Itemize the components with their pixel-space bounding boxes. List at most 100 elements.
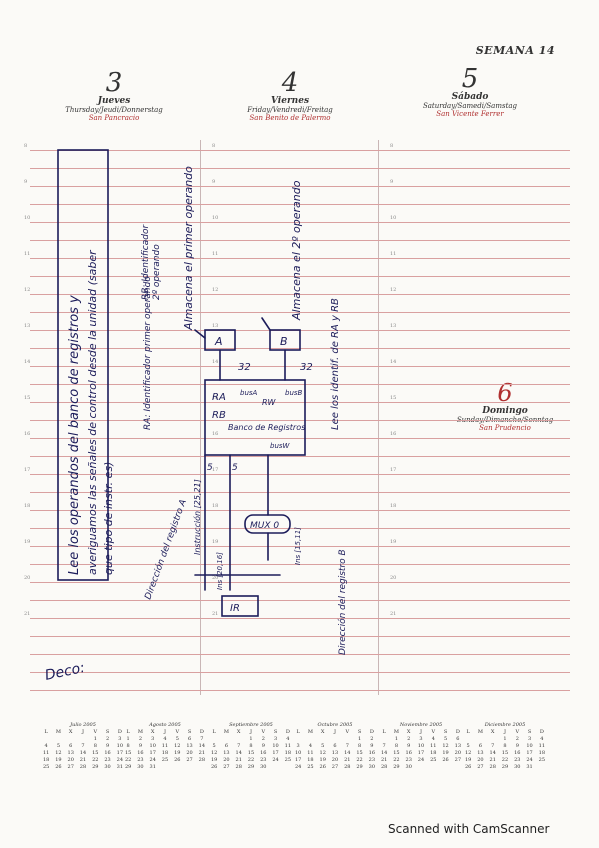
- calendar-day: [427, 764, 439, 770]
- mini-calendar-title: Diciembre 2005: [484, 722, 526, 728]
- dir-b-group: Dirección del registro B: [337, 549, 348, 655]
- calendar-day: 13: [331, 750, 339, 756]
- calendar-day: 18: [284, 750, 292, 756]
- ruled-line: [30, 150, 570, 151]
- calendar-day: 7: [237, 743, 241, 749]
- calendar-day: 22: [124, 757, 132, 763]
- calendar-day: 3: [527, 736, 532, 742]
- weekday-label: J: [333, 729, 336, 735]
- calendar-day: [171, 764, 183, 770]
- calendar-day: 22: [501, 757, 509, 763]
- weekday-label: M: [55, 729, 61, 735]
- rb-label-2: 2º operando: [152, 244, 162, 300]
- calendar-day: 8: [93, 743, 97, 749]
- weekday-label: V: [93, 729, 98, 735]
- calendar-day: 24: [417, 757, 425, 763]
- day-multilang: Friday/Vendredi/Freitag: [247, 106, 333, 114]
- calendar-day: 9: [261, 743, 265, 749]
- calendar-day: 16: [137, 750, 144, 756]
- day-header-3: 3 Jueves Thursday/Jeudi/Donnerstag San P…: [44, 70, 184, 122]
- ruled-line: [30, 600, 570, 601]
- register-b-label: B: [280, 335, 288, 348]
- deco-group: Deco:: [44, 660, 87, 684]
- ruled-line: [30, 474, 570, 475]
- week-label: SEMANA 14: [475, 44, 555, 57]
- note-box: [57, 149, 109, 581]
- calendar-day: 24: [149, 757, 156, 763]
- bus-lines-up: [219, 349, 286, 381]
- bus-a: busA: [240, 389, 258, 397]
- calendar-day: 18: [161, 750, 169, 756]
- weekday-label: X: [150, 729, 155, 735]
- calendar-day: 6: [333, 743, 337, 749]
- calendar-day: 29: [92, 764, 99, 770]
- calendar-day: 30: [405, 764, 412, 770]
- day-number: 5: [461, 64, 479, 94]
- calendar-day: 11: [430, 743, 437, 749]
- weekday-label: V: [175, 729, 180, 735]
- calendar-day: 14: [198, 743, 206, 749]
- calendar-day: 8: [503, 743, 507, 749]
- bank-rw: RW: [262, 398, 277, 407]
- calendar-day: 9: [515, 743, 519, 749]
- note-line-1: Lee los operandos del banco de registros…: [67, 295, 82, 575]
- calendar-day: 19: [55, 757, 62, 763]
- ruled-line: [30, 276, 570, 277]
- mini-calendar-title: Septiembre 2005: [229, 722, 273, 728]
- width-32b: 32: [300, 362, 313, 373]
- calendar-day: 1: [249, 736, 253, 742]
- hour-marker: 21: [24, 611, 31, 617]
- calendar-day: [474, 736, 486, 742]
- calendar-day: 8: [249, 743, 253, 749]
- calendar-day: 5: [321, 743, 325, 749]
- ruled-line: [30, 294, 570, 295]
- calendar-day: 19: [442, 750, 449, 756]
- hour-marker: 15: [24, 395, 31, 401]
- calendar-day: 12: [319, 750, 326, 756]
- calendar-day: 4: [286, 736, 290, 742]
- calendar-day: 6: [224, 743, 229, 749]
- hour-marker: 14: [24, 359, 31, 365]
- ruled-line: [30, 690, 570, 691]
- calendar-day: 1: [126, 736, 130, 742]
- calendar-day: 25: [430, 757, 437, 763]
- ruled-line: [30, 582, 570, 583]
- hour-marker: 8: [212, 143, 216, 149]
- calendar-day: [415, 764, 427, 770]
- calendar-day: 2: [261, 736, 265, 742]
- calendar-day: 15: [124, 750, 132, 756]
- day-number: 3: [105, 68, 123, 98]
- calendar-day: 28: [235, 764, 242, 770]
- calendar-day: 25: [538, 757, 546, 763]
- calendar-day: [208, 736, 220, 742]
- calendar-day: 5: [212, 743, 216, 749]
- weekday-label: J: [81, 729, 84, 735]
- weekday-label: X: [236, 729, 241, 735]
- calendar-day: 16: [368, 750, 376, 756]
- calendar-day: 2: [370, 736, 374, 742]
- ruled-line: [30, 546, 570, 547]
- calendar-day: 12: [464, 750, 472, 756]
- calendar-day: 16: [260, 750, 267, 756]
- weekday-label: S: [105, 729, 110, 735]
- column-divider: [200, 140, 201, 695]
- dir-reg-a: Dirección del registro A: [142, 498, 188, 601]
- calendar-day: 25: [42, 764, 50, 770]
- weekday-label: S: [187, 729, 192, 735]
- weekday-label: S: [357, 729, 362, 735]
- ruled-line: [30, 510, 570, 511]
- hour-marker: 11: [24, 251, 31, 257]
- calendar-day: 14: [235, 750, 242, 756]
- bank-ra: RA: [212, 392, 226, 403]
- hour-marker: 17: [212, 467, 219, 473]
- hour-marker: 12: [212, 287, 219, 293]
- ruled-line: [30, 366, 570, 367]
- hour-marker: 17: [390, 467, 397, 473]
- calendar-day: 6: [69, 743, 73, 749]
- calendar-day: 5: [175, 736, 179, 742]
- mini-calendar-title: Agosto 2005: [149, 722, 181, 728]
- calendar-day: 14: [344, 750, 351, 756]
